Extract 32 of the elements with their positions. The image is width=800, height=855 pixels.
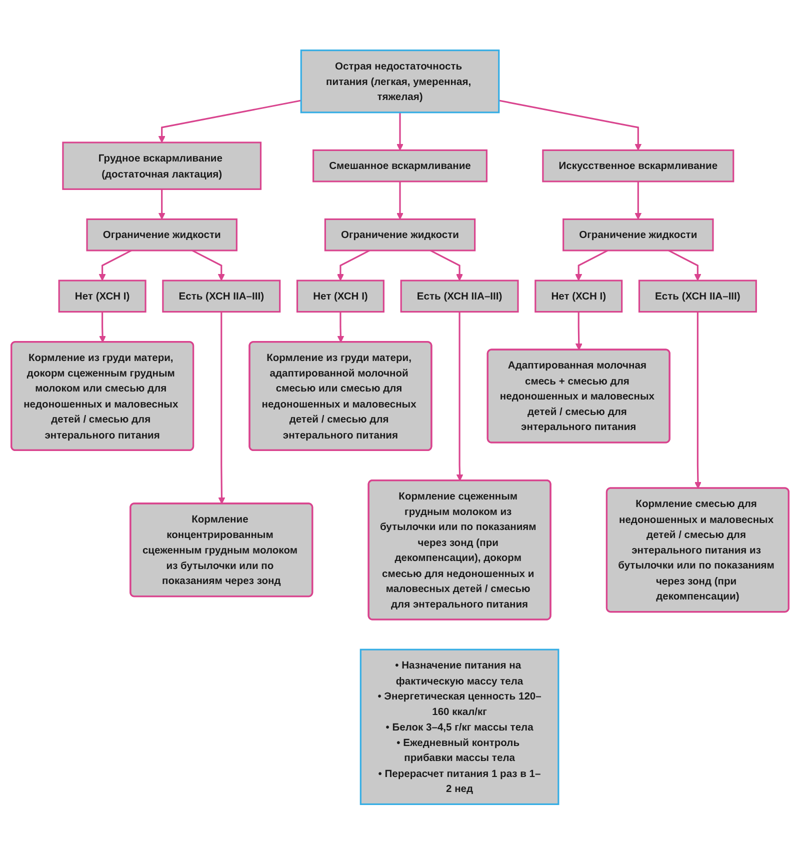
node-box: Нет (ХСН I) <box>58 280 146 313</box>
arrow <box>158 189 166 220</box>
node-box: Искусственное вскармливание <box>542 150 734 182</box>
node-box: Есть (ХСН IIA–III) <box>400 280 519 313</box>
arrow <box>498 100 642 151</box>
arrow <box>634 182 642 220</box>
arrow <box>430 250 464 282</box>
arrow <box>575 250 608 282</box>
arrow <box>456 312 464 482</box>
arrow <box>396 182 404 220</box>
node-box: Ограничение жидкости <box>86 218 238 252</box>
node-box: Есть (ХСН IIA–III) <box>162 280 281 313</box>
node-box: Острая недостаточность питания (легкая, умеренная, тяжелая) <box>300 50 500 114</box>
node-box: Нет (ХСН I) <box>296 280 384 313</box>
node-box: Грудное вскармливание (достаточная лактация) <box>62 142 262 190</box>
node-box: Смешанное вскармливание <box>312 150 488 182</box>
node-box: • Назначение питания на фактическую массу тела • Энергетическая ценность 120–160 ккал/кг • Белок 3–4,5 г/кг массы тела • Ежедневный контроль прибавки массы тела • Перерасчет питания 1 раз в 1–2 нед <box>360 649 560 806</box>
arrow <box>694 312 702 489</box>
arrow <box>575 312 582 350</box>
arrow <box>99 312 106 343</box>
arrow <box>336 250 370 282</box>
node-box: Нет (ХСН I) <box>534 280 623 313</box>
arrow <box>668 250 702 282</box>
arrow <box>98 250 132 282</box>
node-box: Есть (ХСН IIA–III) <box>638 280 757 313</box>
arrow <box>158 100 302 144</box>
arrow <box>337 312 344 343</box>
arrow <box>396 112 404 151</box>
node-box: Ограничение жидкости <box>324 218 476 252</box>
node-box: Ограничение жидкости <box>562 218 714 252</box>
arrow <box>192 250 225 282</box>
arrow <box>218 312 226 504</box>
